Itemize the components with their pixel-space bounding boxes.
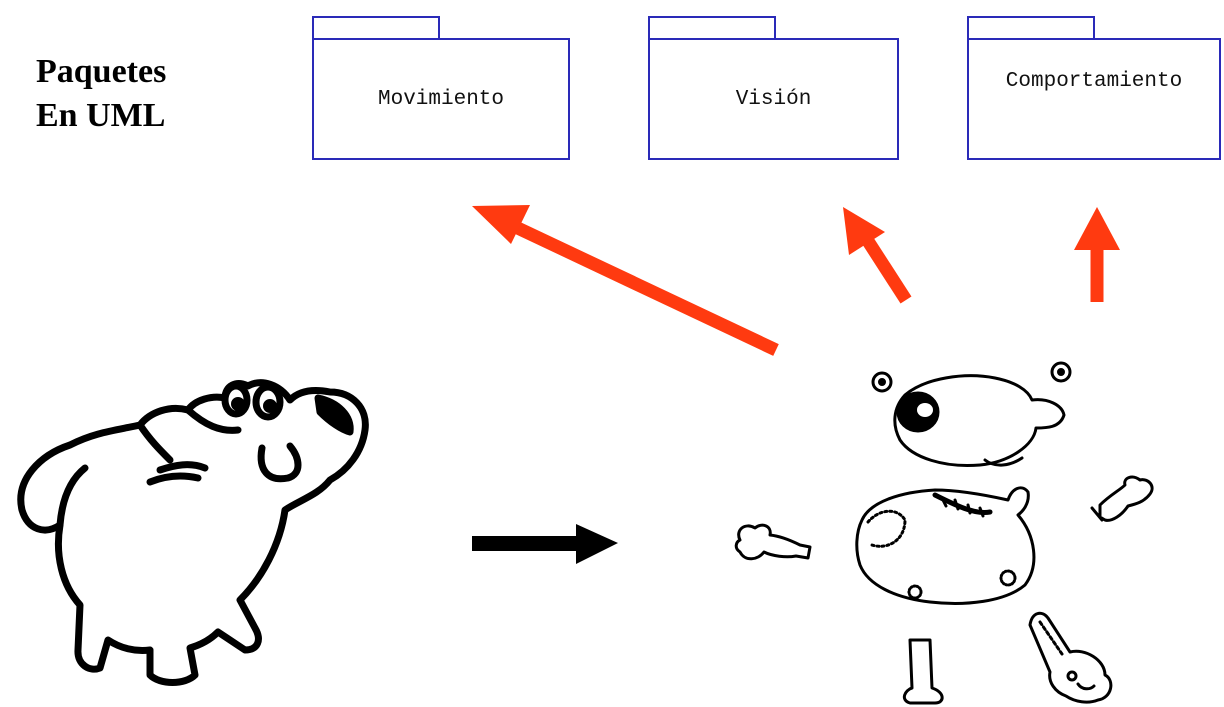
title-line-2: En UML (36, 97, 166, 134)
package-movimiento: Movimiento (312, 16, 570, 160)
package-tab (648, 16, 776, 38)
package-label: Visión (735, 87, 812, 111)
package-tab (967, 16, 1095, 38)
package-tab (312, 16, 440, 38)
package-vision: Visión (648, 16, 899, 160)
title-line-1: Paquetes (36, 53, 167, 90)
transform-arrow (472, 524, 618, 564)
package-comportamiento: Comportamiento (967, 16, 1221, 160)
package-body: Comportamiento (967, 38, 1221, 160)
package-label: Comportamiento (1005, 70, 1183, 93)
diagram-title: Paquetes En UML (36, 50, 166, 138)
package-body: Visión (648, 38, 899, 160)
package-body: Movimiento (312, 38, 570, 160)
dependency-arrow-comportamiento (1074, 207, 1120, 302)
dog-parts-illustration (734, 361, 1154, 705)
dependency-arrow-vision (843, 207, 912, 304)
package-label: Movimiento (377, 87, 505, 111)
dependency-arrow-movimiento (472, 205, 779, 356)
dog-whole-illustration (17, 379, 369, 686)
